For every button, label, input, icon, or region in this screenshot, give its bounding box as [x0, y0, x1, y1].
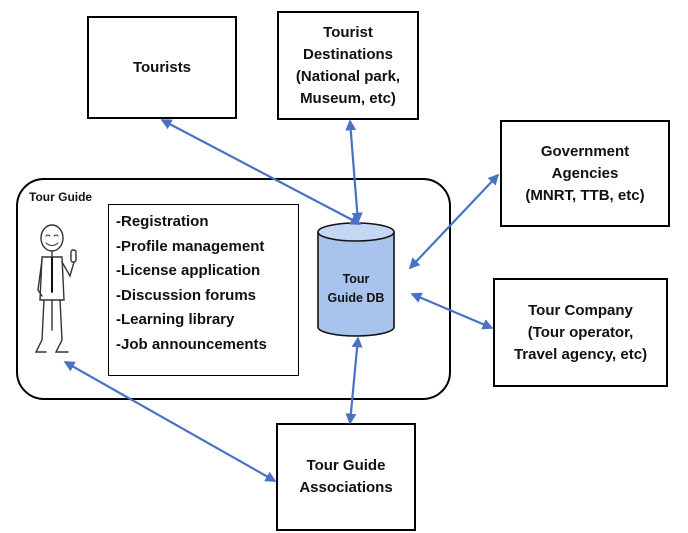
tourist-destinations-box: Tourist Destinations (National park, Mus… [277, 11, 419, 120]
tour-company-label: Tour Company (Tour operator, Travel agen… [513, 301, 648, 363]
arrow-tourists-db [160, 119, 362, 225]
government-agencies-box: Government Agencies (MNRT, TTB, etc) [500, 120, 670, 227]
function-item: -Learning library [116, 311, 235, 329]
function-item: -Job announcements [116, 335, 267, 353]
tour-guide-associations-label: Tour Guide Associations [299, 457, 393, 496]
function-item: -Profile management [116, 237, 265, 255]
function-item: -License application [116, 262, 261, 280]
arrow-associations-guide [63, 361, 277, 482]
tour-guide-db-icon: Tour Guide DB [317, 222, 395, 337]
tourists-label: Tourists [132, 58, 192, 76]
tourist-destinations-label: Tourist Destinations (National park, Mus… [295, 23, 401, 107]
tour-company-box: Tour Company (Tour operator, Travel agen… [493, 278, 668, 387]
arrow-destinations-db [345, 119, 363, 224]
tourists-box: Tourists [87, 16, 237, 119]
tour-guide-person-icon [34, 224, 77, 353]
db-label-line1: Tour [343, 272, 370, 286]
function-item: -Discussion forums [116, 286, 257, 304]
db-label-line2: Guide DB [328, 291, 385, 305]
arrow-company-db [410, 292, 494, 330]
arrow-associations-db [345, 336, 363, 425]
tour-guide-functions-list: -Registration -Profile management -Licen… [108, 204, 299, 376]
arrow-government-db [408, 173, 500, 270]
tour-guide-title: Tour Guide [29, 190, 93, 204]
government-agencies-label: Government Agencies (MNRT, TTB, etc) [525, 142, 645, 204]
